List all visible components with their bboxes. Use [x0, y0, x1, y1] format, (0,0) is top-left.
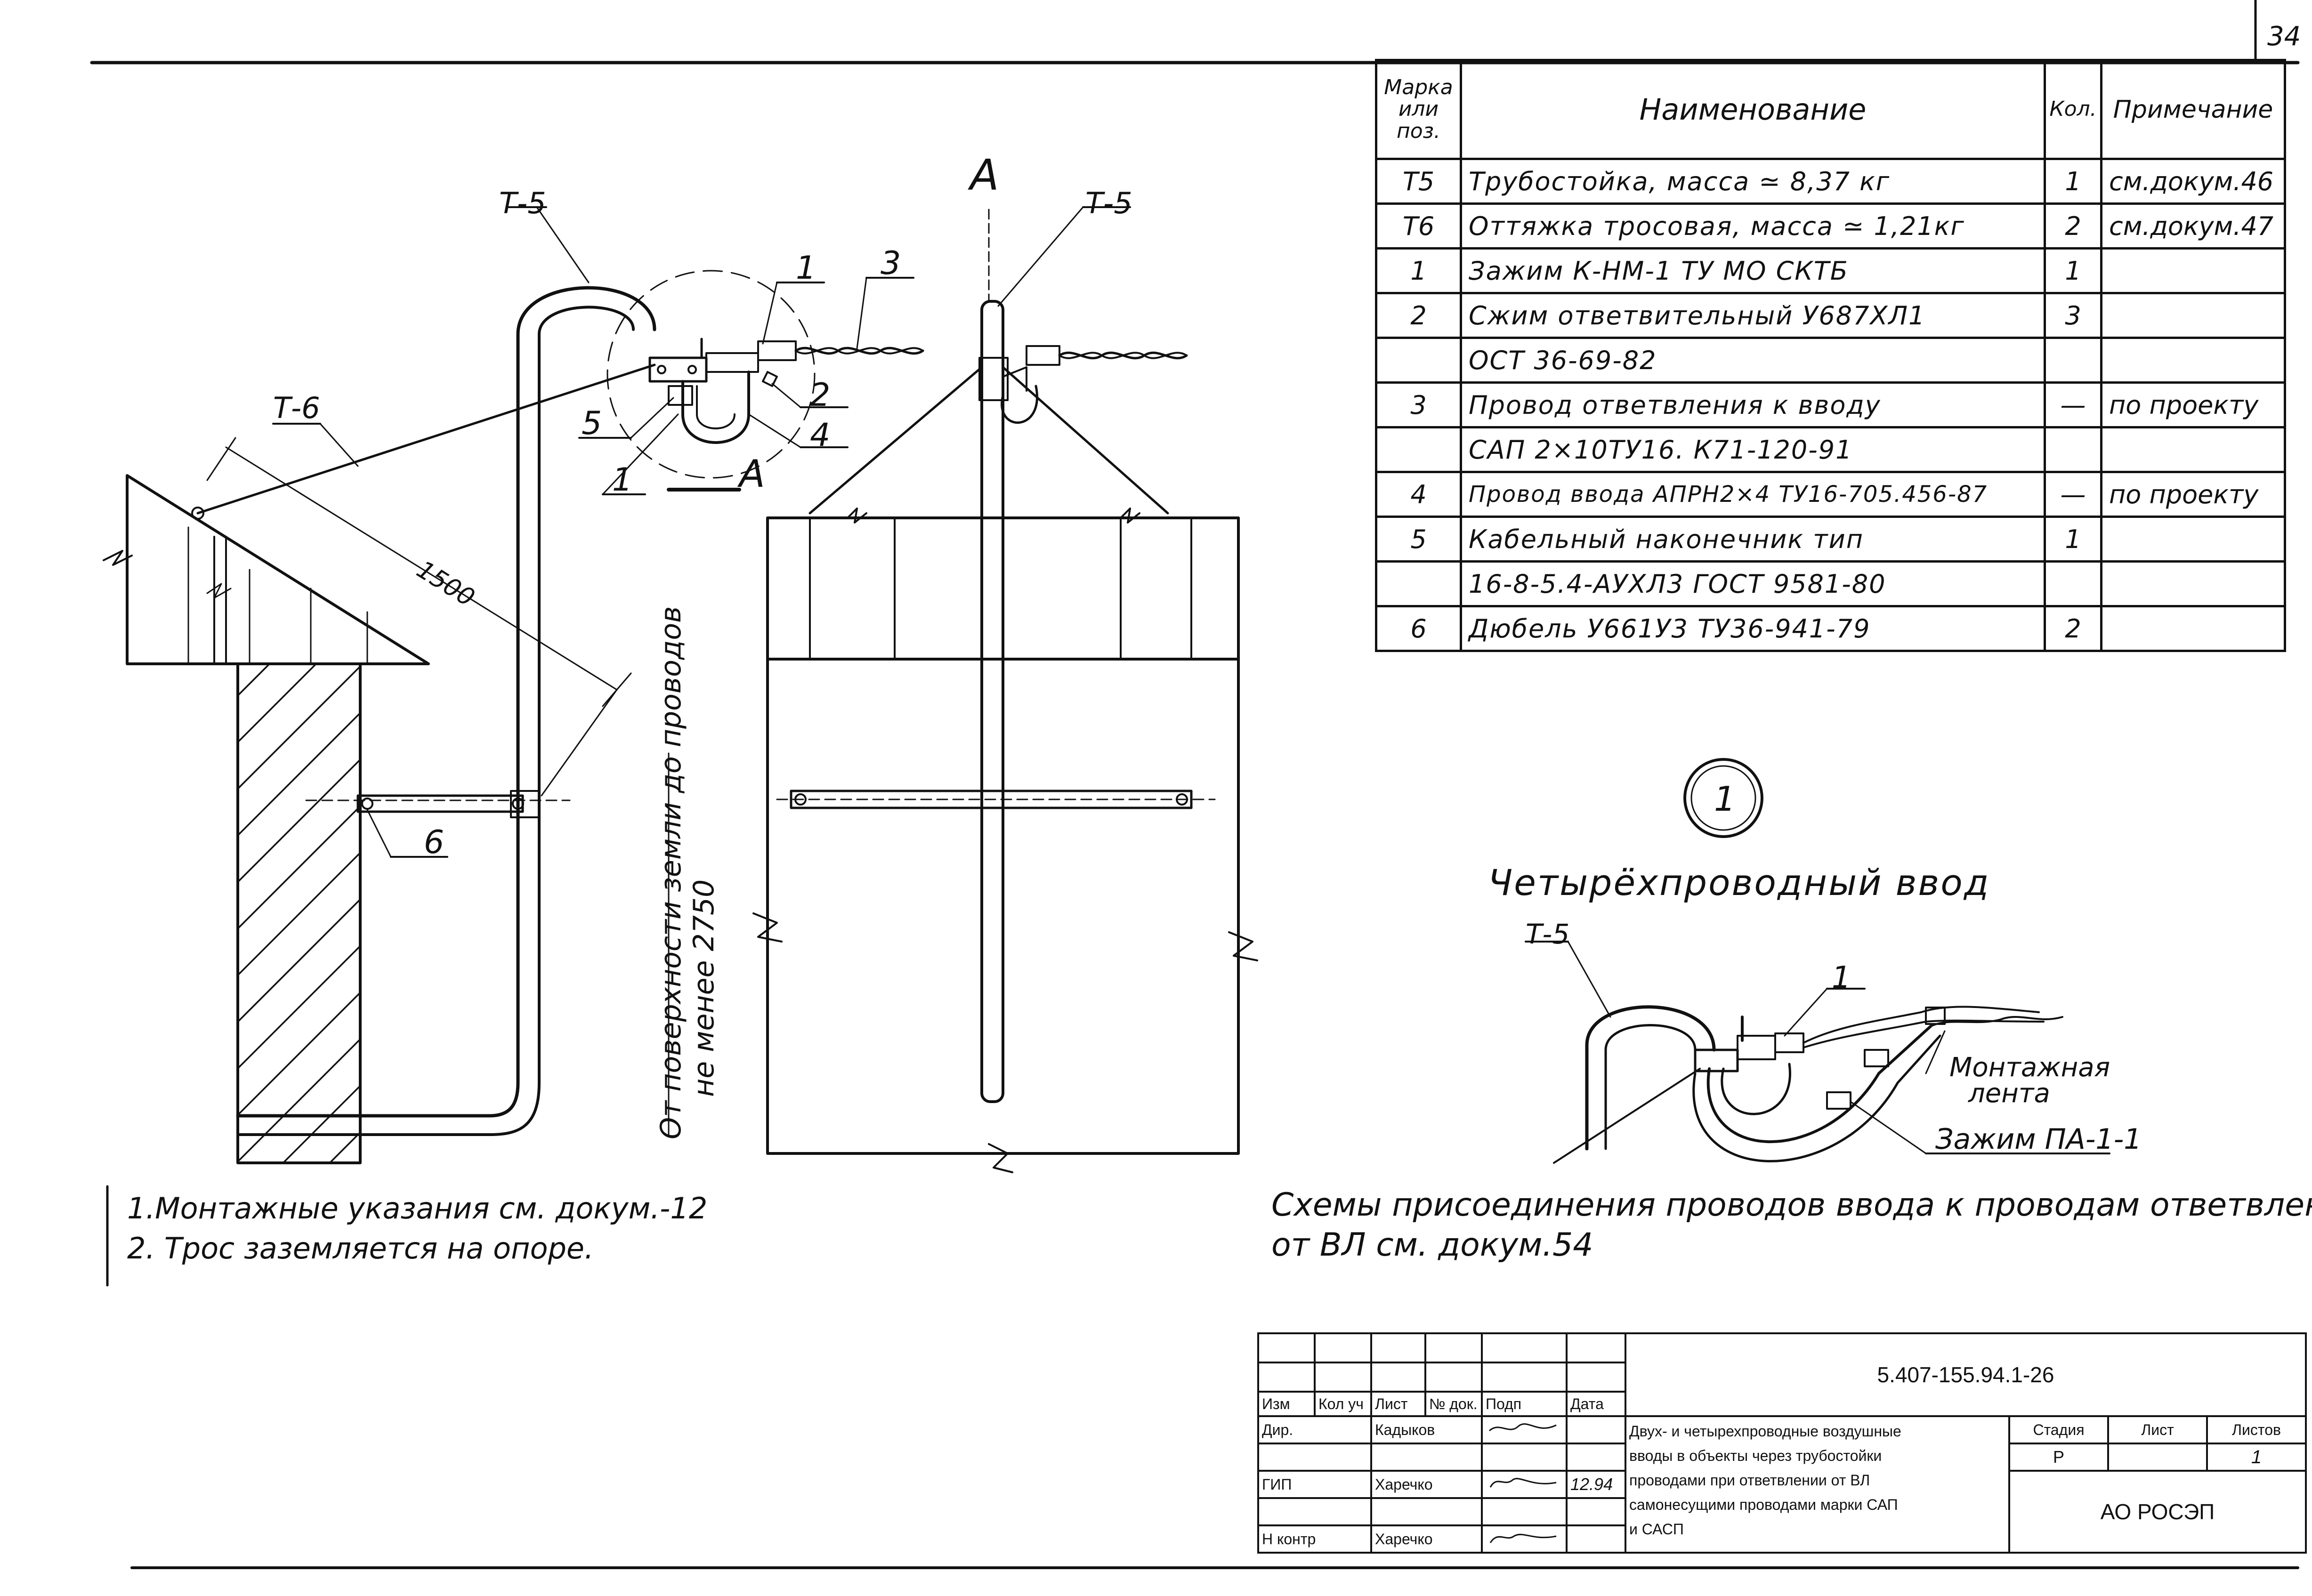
pipe-stanchion-front	[980, 300, 1004, 1103]
label-t5-view: Т-5	[1085, 186, 1132, 220]
spec-row: ОСТ 36-69-82	[1375, 337, 2286, 384]
sheets-value: 1	[2206, 1443, 2307, 1472]
pipe-stanchion	[516, 286, 656, 1085]
spec-header-qty: Кол.	[2044, 59, 2102, 160]
left-elevation-view	[103, 206, 924, 1164]
title-block: 5.407-155.94.1-26 Изм Кол уч Лист № док.…	[1257, 1332, 2307, 1554]
connection-note-line1: Схемы присоединения проводов ввода к про…	[1271, 1186, 2312, 1224]
stage-value: Р	[2008, 1443, 2109, 1472]
label-3: 3	[881, 245, 901, 282]
label-5: 5	[582, 405, 602, 442]
note-2: 2. Трос заземляется на опоре.	[127, 1231, 594, 1266]
label-t6: Т-6	[273, 391, 320, 425]
detail-number: 1	[1714, 779, 1736, 819]
signature-1	[1481, 1415, 1568, 1444]
detail-title: Четырёхпроводный ввод	[1488, 862, 1990, 903]
spec-header-note: Примечание	[2100, 59, 2286, 160]
label-1: 1	[796, 250, 816, 287]
note-1: 1.Монтажные указания см. докум.-12	[127, 1191, 708, 1225]
spec-row: 16-8-5.4-АУХЛ3 ГОСТ 9581-80	[1375, 560, 2286, 607]
view-a	[752, 206, 1258, 1173]
view-a-label: А	[970, 151, 999, 200]
drawing-description: Двух- и четырехпроводные воздушные вводы…	[1625, 1415, 2010, 1554]
label-t5: Т-5	[499, 186, 546, 220]
signature-2	[1481, 1470, 1568, 1499]
clamp-pa-label: Зажим ПА-1-1	[1935, 1123, 2142, 1156]
section-a-label: А	[739, 452, 765, 496]
spec-header-mark: Марка или поз.	[1375, 59, 1462, 160]
height-note-line2: не менее 2750	[687, 879, 720, 1097]
specification-table: Марка или поз. Наименование Кол. Примеча…	[1375, 59, 2286, 652]
connection-note-line2: от ВЛ см. докум.54	[1271, 1226, 1593, 1264]
label-6: 6	[424, 824, 445, 861]
signature-3	[1481, 1524, 1568, 1554]
label-1-small: 1	[612, 461, 633, 499]
detail-number-circle	[1683, 758, 1763, 838]
height-note-line1: От поверхности земли до проводов	[655, 606, 687, 1139]
spec-header-name: Наименование	[1460, 59, 2046, 160]
tape-label-1: Монтажная	[1949, 1052, 2110, 1083]
roof-eave	[126, 474, 430, 665]
organization: АО РОСЭП	[2008, 1470, 2307, 1554]
label-2: 2	[810, 377, 831, 414]
detail-four-wire-input	[1525, 758, 2110, 1164]
label-4: 4	[810, 417, 831, 454]
label-1-detail: 1	[1832, 960, 1851, 995]
spec-row: САП 2×10ТУ16. К71-120-91	[1375, 426, 2286, 473]
label-t5-detail: Т-5	[1526, 918, 1570, 950]
page-number: 34	[2267, 21, 2301, 52]
building-wall	[236, 662, 362, 1164]
doc-code: 5.407-155.94.1-26	[1625, 1332, 2307, 1417]
guy-wire	[196, 363, 656, 515]
tape-label-2: лента	[1968, 1078, 2050, 1109]
spec-header-row: Марка или поз. Наименование Кол. Примеча…	[1375, 59, 2286, 160]
